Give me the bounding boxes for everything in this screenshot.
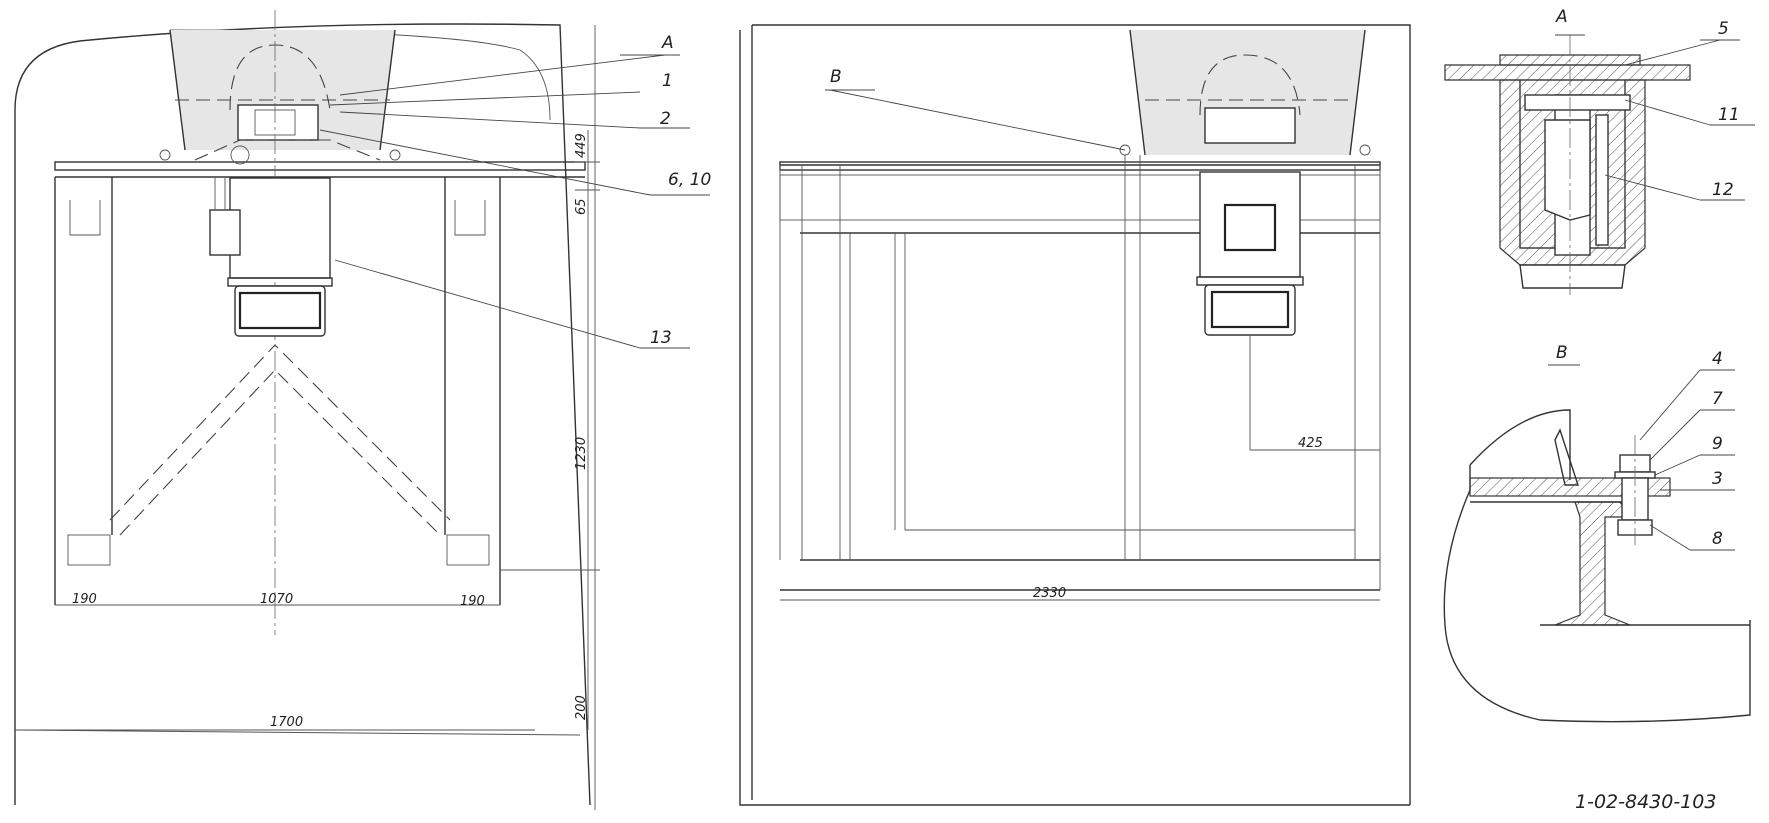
leader-13 xyxy=(334,259,641,349)
dim-449: 449 xyxy=(574,133,589,158)
right-foot xyxy=(446,534,490,566)
callout-13: 13 xyxy=(650,328,672,348)
callout-12: 12 xyxy=(1712,180,1734,200)
mid-outer-frame xyxy=(739,30,1410,806)
floor-line xyxy=(14,729,581,736)
fan-housing-left xyxy=(169,29,186,151)
detail-a-view xyxy=(1444,34,1755,295)
dim-1070: 1070 xyxy=(260,592,293,607)
fan-motor-block xyxy=(237,104,319,141)
dim-1230: 1230 xyxy=(574,437,589,470)
fan-housing-right xyxy=(379,29,396,151)
leader-1 xyxy=(329,91,641,106)
motor-gearbox-window xyxy=(238,291,322,330)
brace-inner xyxy=(119,369,441,536)
callout-8: 8 xyxy=(1712,529,1723,549)
left-bracket xyxy=(69,200,101,236)
mid-fan-motor xyxy=(1204,107,1296,144)
mid-fan-dome xyxy=(1199,54,1301,116)
motor-flange xyxy=(227,277,333,287)
detail-a-plate xyxy=(1444,64,1691,81)
bolt-left xyxy=(159,149,171,161)
callout-6-10: 6, 10 xyxy=(668,170,711,190)
detail-b-break-line xyxy=(1443,465,1751,723)
terminal-box xyxy=(209,209,241,256)
side-elevation-view xyxy=(739,24,1411,806)
dim-2330: 2330 xyxy=(1033,586,1066,601)
detail-b-roof-plate xyxy=(1469,477,1671,497)
bolt-right xyxy=(389,149,401,161)
roof-plate xyxy=(54,161,586,171)
drawing-number: 1-02-8430-103 xyxy=(1575,791,1716,813)
mid-roof-plate xyxy=(779,161,1381,171)
callout-b: B xyxy=(830,67,842,87)
detail-a-base xyxy=(1519,264,1626,289)
mid-fan-shade xyxy=(1130,30,1365,155)
callout-11: 11 xyxy=(1718,105,1740,125)
dim-190-right: 190 xyxy=(460,594,485,609)
dim-65: 65 xyxy=(574,198,589,215)
callout-9: 9 xyxy=(1712,434,1723,454)
motor-gearbox xyxy=(234,285,326,337)
mid-motor-body xyxy=(1199,171,1301,278)
callout-5: 5 xyxy=(1718,19,1729,39)
detail-b-title: B xyxy=(1556,343,1568,363)
dim-1700: 1700 xyxy=(270,715,303,730)
callout-2: 2 xyxy=(660,109,671,129)
detail-b-view xyxy=(1443,364,1751,723)
detail-a-title: A xyxy=(1555,7,1568,27)
fan-housing-shade xyxy=(170,30,395,150)
cab-outline xyxy=(14,23,591,806)
callout-a: A xyxy=(661,33,674,53)
mid-bolt-b xyxy=(1119,144,1131,156)
callout-4: 4 xyxy=(1712,349,1723,369)
pulley xyxy=(230,145,250,165)
leader-2 xyxy=(339,111,641,129)
mid-top-right-edge xyxy=(752,24,1411,805)
leader-b xyxy=(829,89,1126,151)
callout-7: 7 xyxy=(1712,389,1723,409)
callout-3: 3 xyxy=(1712,469,1723,489)
leader-a xyxy=(339,54,666,96)
front-elevation-view xyxy=(14,10,710,810)
dim-190-left: 190 xyxy=(72,592,97,607)
callout-1: 1 xyxy=(662,71,673,91)
detail-b-cab-edge xyxy=(1469,409,1571,480)
dim-425: 425 xyxy=(1298,436,1323,451)
motor-body xyxy=(229,177,331,279)
leader-6-10 xyxy=(319,129,651,196)
fan-lower-dash xyxy=(194,139,381,161)
mid-motor-plate xyxy=(1223,203,1277,252)
dim-200: 200 xyxy=(574,695,589,720)
left-foot xyxy=(67,534,111,566)
right-bracket xyxy=(454,200,486,236)
